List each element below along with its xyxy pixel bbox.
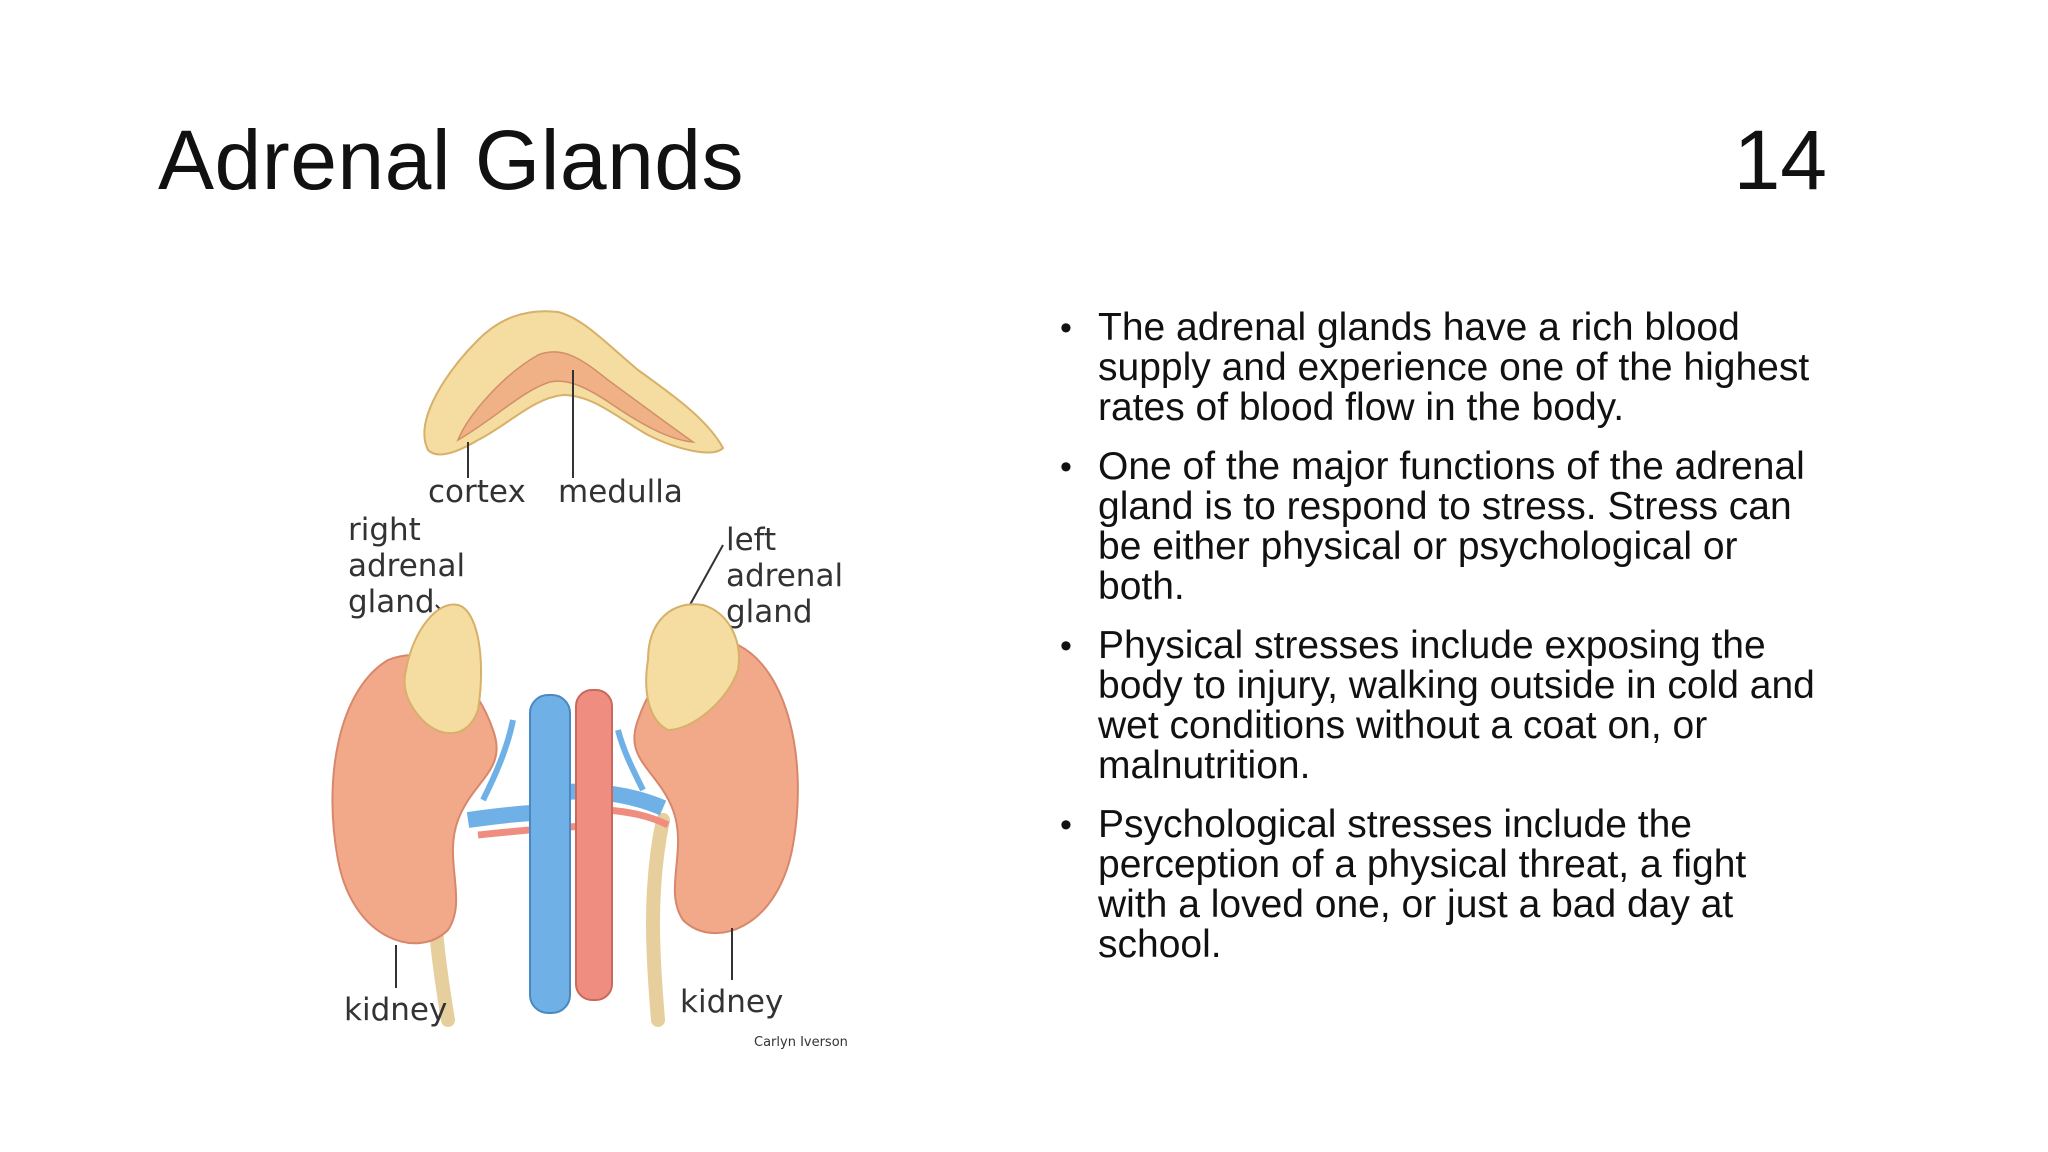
adrenal-cross-section: cortex medulla [423,310,725,510]
right-ureter [646,813,670,1027]
slide-number: 14 [1733,113,1827,207]
bullet-line: school. [1098,923,1222,966]
bullet-line: malnutrition. [1098,744,1311,787]
adrenal-kidney-illustration: cortex medulla right adrenal gland left … [318,300,858,1060]
label-left-adrenal-line1: left [726,522,776,558]
bullet-item: • Physical stresses include exposing the… [1056,626,1936,786]
bullet-dot: • [1060,806,1072,844]
bullet-line: be either physical or psychological or [1098,525,1738,568]
left-adrenal-gland [645,603,740,732]
label-medulla: medulla [558,474,683,510]
left-renal-vein [562,783,667,816]
label-kidney-right: kidney [680,984,783,1020]
bullet-dot: • [1060,627,1072,665]
label-kidney-left: kidney [344,992,447,1028]
bullet-line: body to injury, walking outside in cold … [1098,664,1815,707]
label-right-adrenal-line1: right [348,512,421,548]
bullet-line: rates of blood flow in the body. [1098,386,1625,429]
illustration-svg: cortex medulla right adrenal gland left … [331,310,848,1050]
bullet-dot: • [1060,448,1072,486]
left-adrenal-pointer-line [685,544,724,613]
bullet-line: with a loved one, or just a bad day at [1098,883,1734,926]
bullet-item: • One of the major functions of the adre… [1056,447,1936,607]
left-adrenal-vein [615,729,646,792]
bullet-item: • The adrenal glands have a rich blood s… [1056,308,1936,428]
illustration-credit: Carlyn Iverson [754,1035,848,1050]
bullet-line: The adrenal glands have a rich blood [1098,306,1740,349]
adrenal-medulla-shape [456,351,696,443]
bullet-line: supply and experience one of the highest [1098,346,1810,389]
bullet-line: wet conditions without a coat on, or [1098,704,1708,747]
label-right-adrenal-line3: gland [348,584,435,620]
bullet-line: gland is to respond to stress. Stress ca… [1098,485,1792,528]
bullet-line: Physical stresses include exposing the [1098,624,1766,667]
aorta [575,689,613,1001]
right-adrenal-gland [403,603,483,735]
bullet-list: • The adrenal glands have a rich blood s… [1056,308,1936,984]
label-cortex: cortex [428,474,526,510]
inferior-vena-cava [529,694,571,1014]
label-left-adrenal-line3: gland [726,594,813,630]
slide-title: Adrenal Glands [158,113,745,207]
left-renal-artery [607,806,670,829]
bullet-dot: • [1060,309,1072,347]
bullet-item: • Psychological stresses include the per… [1056,805,1936,965]
bullet-line: Psychological stresses include the [1098,803,1692,846]
label-right-adrenal-line2: adrenal [348,548,465,584]
bullet-line: perception of a physical threat, a fight [1098,843,1747,886]
label-left-adrenal-line2: adrenal [726,558,843,594]
right-renal-artery [477,822,589,839]
right-adrenal-vein [480,719,516,802]
bullet-line: both. [1098,565,1185,608]
bullet-line: One of the major functions of the adrena… [1098,445,1805,488]
